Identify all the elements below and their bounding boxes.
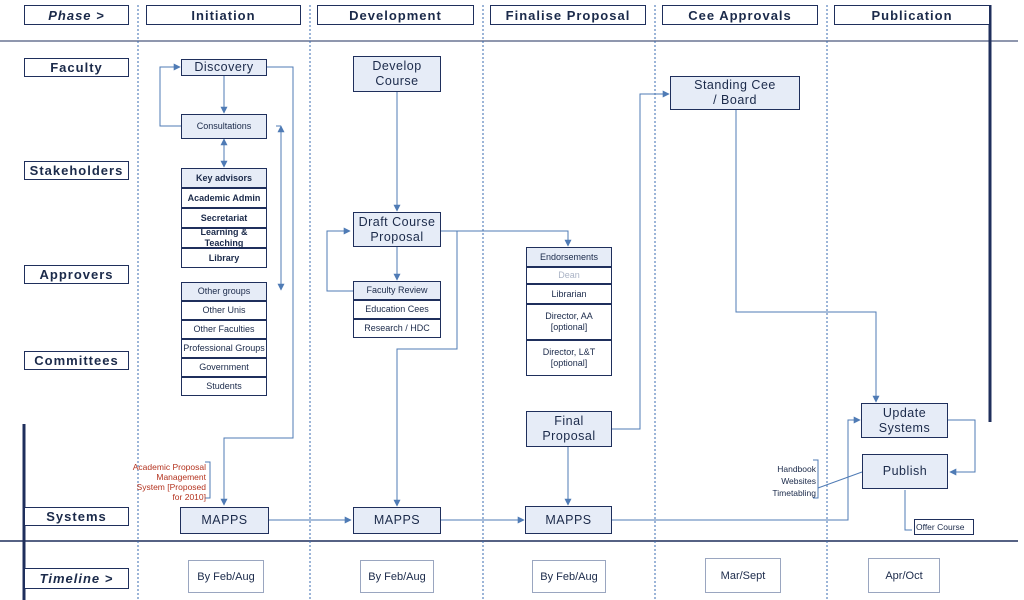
mapps-finalise: MAPPS <box>525 506 612 534</box>
discovery-box: Discovery <box>181 59 267 76</box>
loop-consultations-discovery <box>159 63 181 127</box>
bracket-outputs <box>813 459 819 499</box>
update-systems-box: Update Systems <box>861 403 948 438</box>
timeline-publication: Apr/Oct <box>868 558 940 593</box>
review-item: Faculty Review <box>353 281 441 300</box>
other-groups-item: Students <box>181 377 267 396</box>
draft-proposal-box: Draft Course Proposal <box>353 212 441 247</box>
endorsements-header: Endorsements <box>526 247 612 267</box>
final-proposal-box: Final Proposal <box>526 411 612 447</box>
output-timetabling: Timetabling <box>772 488 816 498</box>
timeline-finalise: By Feb/Aug <box>532 560 606 593</box>
loop-review-draft <box>326 227 353 292</box>
other-groups-table: Other groups Other Unis Other Faculties … <box>181 282 267 396</box>
line-mapps3-update <box>612 416 861 521</box>
mapps-development: MAPPS <box>353 507 441 534</box>
review-item: Research / HDC <box>353 319 441 338</box>
endorsement-item: Dean <box>526 267 612 284</box>
other-groups-item: Professional Groups <box>181 339 267 358</box>
endorsement-item: Director, AA [optional] <box>526 304 612 340</box>
line-publish-offer <box>904 490 912 531</box>
phase-label: Phase > <box>24 5 129 25</box>
arrow-final-standing <box>612 90 670 430</box>
timeline-development: By Feb/Aug <box>360 560 434 593</box>
bracket-amps <box>205 461 211 499</box>
key-advisors-item: Library <box>181 248 267 268</box>
key-advisors-table: Key advisors Academic Admin Secretariat … <box>181 168 267 268</box>
lane-faculty: Faculty <box>24 58 129 77</box>
publish-box: Publish <box>862 454 948 489</box>
endorsements-table: Endorsements Dean Librarian Director, AA… <box>526 247 612 376</box>
lane-timeline: Timeline > <box>24 568 129 589</box>
key-advisors-item: Learning & Teaching <box>181 227 267 248</box>
standing-cee-box: Standing Cee / Board <box>670 76 800 110</box>
phase-finalise: Finalise Proposal <box>490 5 646 25</box>
lane-systems: Systems <box>24 507 129 526</box>
lane-stakeholders: Stakeholders <box>24 161 129 180</box>
amps-note: Academic Proposal Management System [Pro… <box>132 462 206 502</box>
other-groups-item: Government <box>181 358 267 377</box>
arrow-draft-endorsements <box>441 230 572 247</box>
key-advisors-item: Secretariat <box>181 208 267 228</box>
phase-publication: Publication <box>834 5 990 25</box>
key-advisors-item: Academic Admin <box>181 188 267 208</box>
reviews-table: Faculty Review Education Cees Research /… <box>353 281 441 338</box>
timeline-initiation: By Feb/Aug <box>188 560 264 593</box>
phase-approvals: Cee Approvals <box>662 5 818 25</box>
arrow-update-publish <box>948 419 976 476</box>
develop-course-box: Develop Course <box>353 56 441 92</box>
offer-course-label: Offer Course <box>914 519 974 535</box>
lane-committees: Committees <box>24 351 129 370</box>
other-groups-item: Other Faculties <box>181 320 267 339</box>
phase-initiation: Initiation <box>146 5 301 25</box>
line-draft-to-mapps <box>393 230 458 507</box>
timeline-approvals: Mar/Sept <box>705 558 781 593</box>
mapps-initiation: MAPPS <box>180 507 269 534</box>
other-groups-item: Other Unis <box>181 301 267 320</box>
key-advisors-header: Key advisors <box>181 168 267 188</box>
arrow-standing-update <box>735 110 880 403</box>
review-item: Education Cees <box>353 300 441 319</box>
endorsement-item: Director, L&T [optional] <box>526 340 612 376</box>
consultations-box: Consultations <box>181 114 267 139</box>
line-discovery-right <box>220 66 294 506</box>
other-groups-header: Other groups <box>181 282 267 301</box>
line-publish-outputs <box>817 471 863 489</box>
phase-development: Development <box>317 5 474 25</box>
endorsement-item: Librarian <box>526 284 612 304</box>
output-handbook: Handbook <box>777 464 816 474</box>
lane-approvers: Approvers <box>24 265 129 284</box>
output-websites: Websites <box>781 476 816 486</box>
